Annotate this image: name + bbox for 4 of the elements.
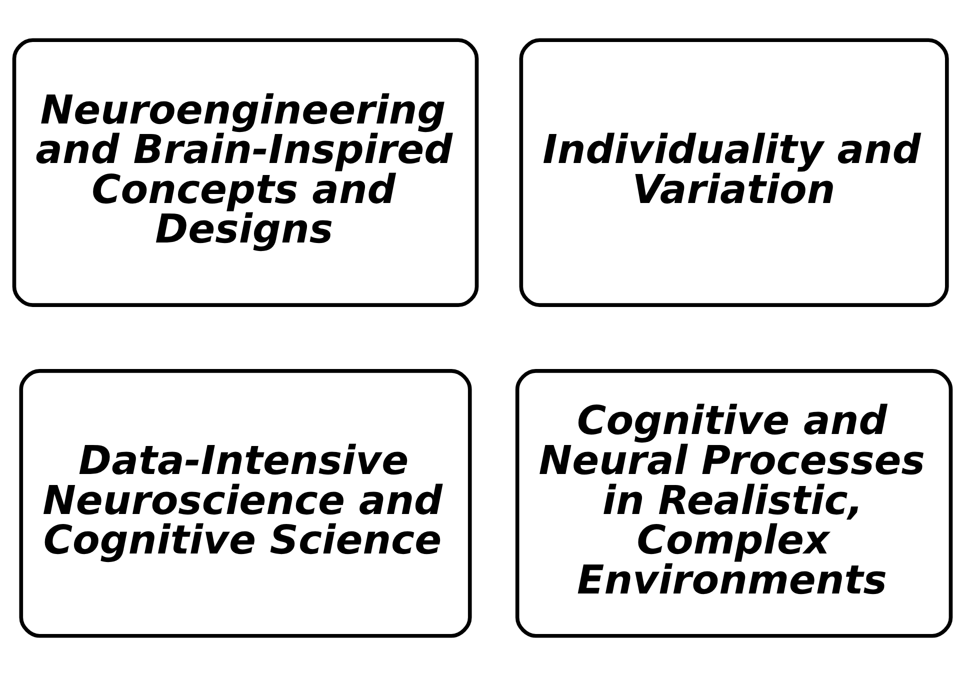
node-box: Individuality and Variation xyxy=(519,38,949,307)
node-box: Neuroengineering and Brain-Inspired Concepts and Designs xyxy=(12,38,479,307)
node-box: Cognitive and Neural Processes in Realistic, Complex Environments xyxy=(515,369,953,638)
node-box: Data-Intensive Neuroscience and Cognitive Science xyxy=(19,369,472,638)
